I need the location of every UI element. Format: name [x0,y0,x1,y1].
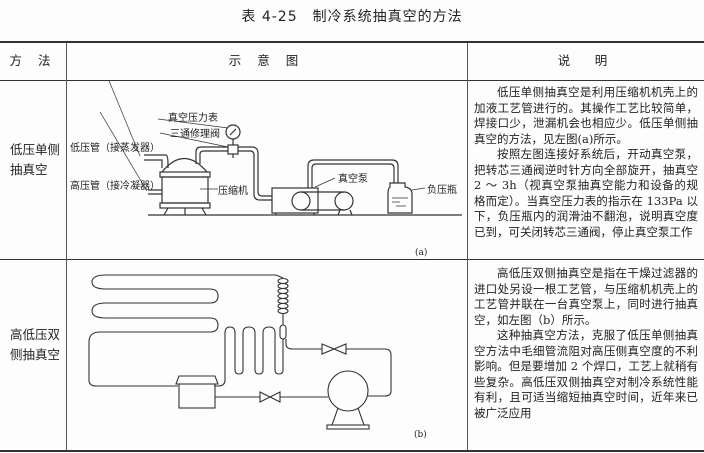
label-three-way-valve: 三通修理阀 [170,127,220,140]
valve-shape [321,343,347,355]
diagram-b: (b) [88,274,427,440]
negative-pressure-bottle-shape [387,182,413,214]
description-paragraph: 高低压双侧抽真空是指在干燥过滤器的进口处另设一根工艺管，与压缩机机壳上的工艺管并… [474,266,698,327]
three-way-valve-shape [227,144,239,155]
description-high-low-double: 高低压双侧抽真空是指在干燥过滤器的进口处另设一根工艺管，与压缩机机壳上的工艺管并… [474,266,698,421]
vacuum-gauge-shape [225,124,241,140]
description-paragraph: 按照左图连接好系统后，开动真空泵，把转芯三通阀逆时针方向全部旋开，抽真空 2 ～… [474,147,698,239]
description-paragraph: 这种抽真空方法，克服了低压单侧抽真空方法中毛细管流阻对高压侧真空度的不利影响。但… [474,328,698,420]
method-high-low-double: 高低压双侧抽真空 [10,327,61,362]
table-top-rule [0,41,704,43]
header-rule [0,80,704,81]
label-negative-pressure-bottle: 负压瓶 [427,183,457,196]
table-bottom-rule [0,450,704,452]
row-divider [0,259,704,260]
method-low-pressure-single: 低压单侧抽真空 [10,142,61,177]
header-diagram: 示 意 图 [228,53,305,68]
description-paragraph: 低压单侧抽真空是利用压缩机机壳上的加液工艺管进行的。其操作工艺比较简单，焊接口少… [474,85,698,146]
vacuum-pump-shape [327,370,369,412]
evaporator-coil [214,326,284,387]
diagram-a: 真空压力表 三通修理阀 低压管（接蒸发器） 高压管（接冷凝器） 压缩机 真空泵 … [70,81,462,258]
column-divider [467,43,468,450]
header-description: 说 明 [557,53,614,68]
column-divider [66,43,67,450]
label-vacuum-gauge: 真空压力表 [168,111,218,124]
caption-a: (a) [415,247,427,258]
description-low-pressure-single: 低压单侧抽真空是利用压缩机机壳上的加液工艺管进行的。其操作工艺比较简单，焊接口少… [474,85,698,240]
valve-shape [259,391,281,403]
label-compressor: 压缩机 [218,184,248,197]
table-title: 表 4-25 制冷系统抽真空的方法 [241,9,463,25]
label-vacuum-pump: 真空泵 [338,172,368,185]
label-high-pressure-pipe: 高压管（接冷凝器） [70,179,160,192]
caption-b: (b) [414,429,427,440]
compressor-shape [178,383,216,409]
dryer-filter [279,324,287,340]
capillary-coil [275,274,289,325]
header-method: 方 法 [9,53,57,68]
label-low-pressure-pipe: 低压管（接蒸发器） [70,141,160,154]
condenser-coil [88,274,276,387]
vacuum-pump-shape [271,187,319,214]
